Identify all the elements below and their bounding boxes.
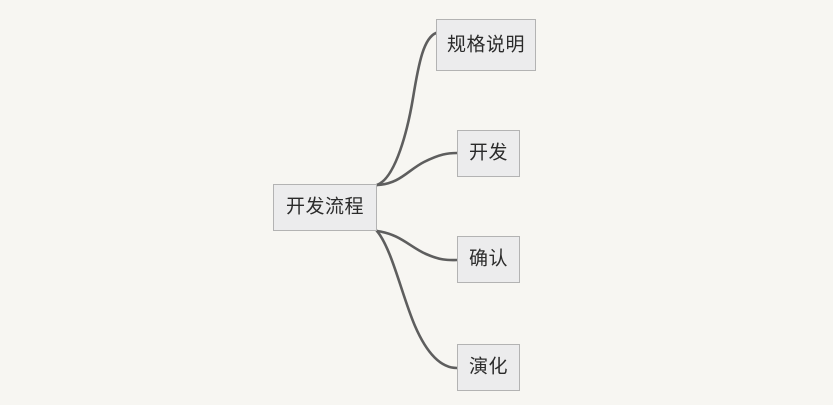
mindmap-node-evolution-label: 演化 [468, 355, 508, 378]
mindmap-node-specification[interactable]: 规格说明 [436, 19, 536, 71]
mindmap-node-evolution[interactable]: 演化 [457, 344, 520, 391]
mindmap-node-confirmation-label: 确认 [468, 247, 508, 270]
mindmap-root-node[interactable]: 开发流程 [273, 184, 377, 231]
mindmap-node-confirmation[interactable]: 确认 [457, 236, 520, 283]
edge-root-to-规格说明 [375, 31, 438, 187]
edge-root-to-确认 [375, 229, 459, 262]
mindmap-node-specification-label: 规格说明 [446, 33, 525, 55]
edge-root-to-演化 [375, 229, 459, 370]
mindmap-node-development-label: 开发 [468, 141, 508, 164]
edge-root-to-开发 [375, 151, 459, 187]
mindmap-node-development[interactable]: 开发 [457, 130, 520, 177]
mindmap-root-node-label: 开发流程 [285, 195, 364, 218]
